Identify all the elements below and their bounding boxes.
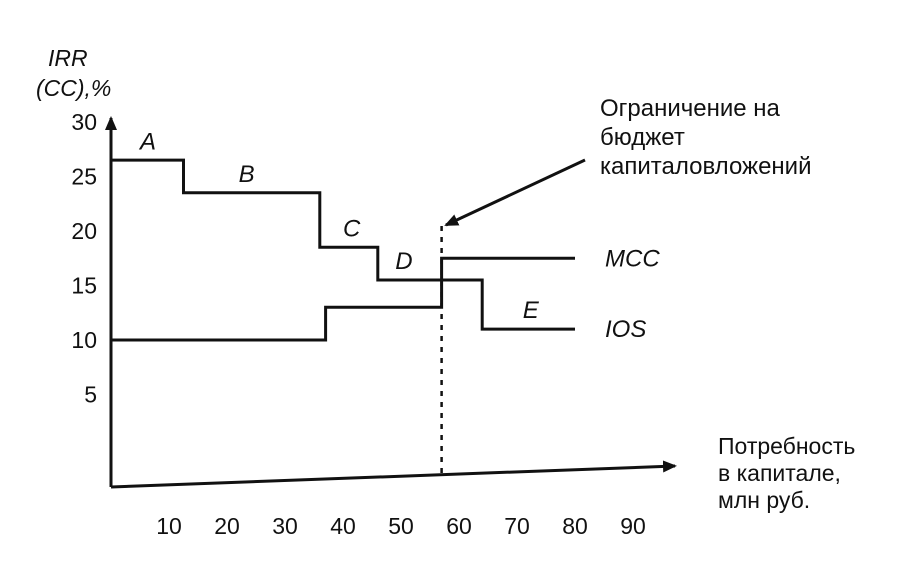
x-tick-labels: 10 20 30 40 50 60 70 80 90	[156, 513, 646, 539]
y-tick-label: 15	[71, 273, 97, 299]
x-tick-label: 80	[562, 513, 588, 539]
y-tick-labels: 5 10 15 20 25 30	[71, 109, 97, 408]
segment-label-b: B	[239, 161, 255, 188]
x-tick-label: 40	[330, 513, 356, 539]
x-axis	[110, 460, 677, 489]
annotation-line-2: бюджет	[600, 124, 685, 151]
segment-label-e: E	[523, 297, 540, 324]
series-mcc-line	[111, 256, 575, 342]
segment-label-d: D	[395, 248, 412, 275]
x-tick-label: 20	[214, 513, 240, 539]
series-ios-label: IOS	[605, 316, 646, 343]
y-axis-label-line-2: (CC),%	[36, 75, 111, 101]
annotation-line-1: Ограничение на	[600, 95, 781, 122]
y-tick-label: 20	[71, 218, 97, 244]
series-ios-line	[111, 158, 575, 331]
series-mcc-label: MCC	[605, 245, 660, 272]
y-tick-label: 10	[71, 327, 97, 353]
axes	[105, 116, 677, 489]
annotation-line-3: капиталовложений	[600, 153, 812, 180]
x-axis-label-line-3: млн руб.	[718, 487, 810, 513]
y-axis-label-line-1: IRR	[48, 45, 88, 71]
y-tick-label: 30	[71, 109, 97, 135]
y-tick-label: 25	[71, 164, 97, 190]
segment-label-c: C	[343, 215, 361, 242]
annotation-arrow	[444, 158, 586, 227]
x-tick-label: 10	[156, 513, 182, 539]
x-tick-label: 70	[504, 513, 530, 539]
curve-labels: IOS MCC	[605, 245, 660, 343]
x-axis-label-line-2: в капитале,	[718, 460, 841, 486]
y-tick-label: 5	[84, 382, 97, 408]
x-tick-label: 90	[620, 513, 646, 539]
x-tick-label: 30	[272, 513, 298, 539]
segment-labels: A B C D E	[138, 128, 540, 324]
series-layer	[111, 158, 575, 342]
x-tick-label: 50	[388, 513, 414, 539]
segment-label-a: A	[138, 128, 156, 155]
x-tick-label: 60	[446, 513, 472, 539]
x-axis-label-line-1: Потребность	[718, 433, 855, 459]
